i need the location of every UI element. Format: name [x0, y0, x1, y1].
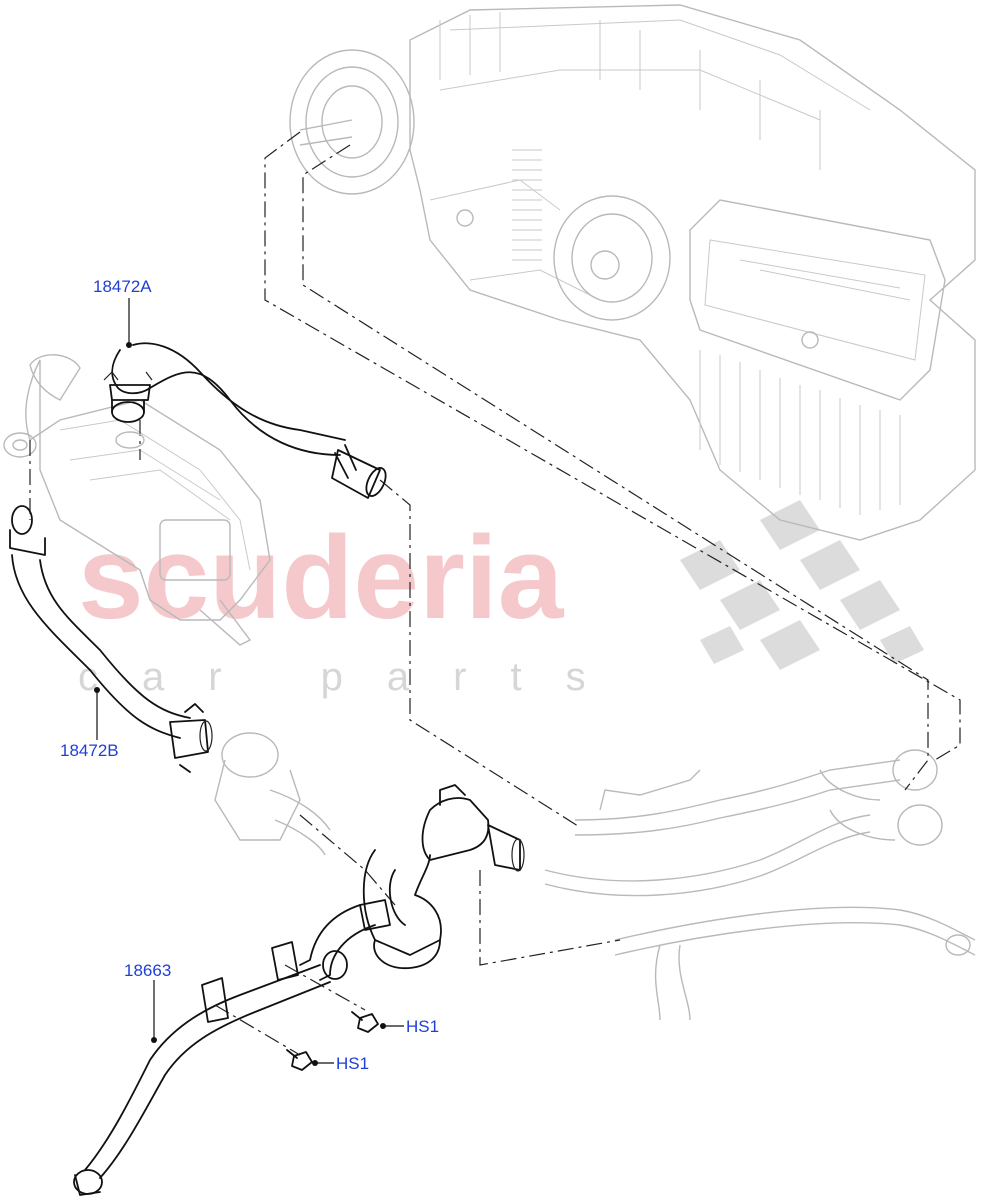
callout-leaders	[94, 298, 404, 1066]
hose-assembly-center	[299, 784, 525, 981]
hose-18472a	[103, 342, 387, 499]
watermark: scuderia car parts	[78, 500, 924, 699]
callout-labels: 18472A 18472B 18663 HS1 HS1	[60, 277, 439, 1073]
callout-18472b[interactable]: 18472B	[60, 741, 119, 760]
heater-valve-assembly	[3, 354, 331, 856]
bolt-hs1-lower	[286, 1049, 313, 1071]
coolant-pipes-background	[544, 749, 976, 1021]
hose-18472b	[9, 505, 213, 773]
bolt-hs1-upper	[351, 1011, 379, 1033]
callout-18472a[interactable]: 18472A	[93, 277, 152, 296]
callout-hs1-upper[interactable]: HS1	[406, 1017, 439, 1036]
callout-18663[interactable]: 18663	[124, 961, 171, 980]
checkered-flag-icon	[680, 500, 924, 670]
callout-hs1-lower[interactable]: HS1	[336, 1054, 369, 1073]
watermark-tagline: car parts	[78, 655, 630, 699]
pipe-18663	[73, 941, 331, 1196]
hvac-housing	[289, 4, 976, 541]
watermark-brand: scuderia	[78, 512, 565, 644]
